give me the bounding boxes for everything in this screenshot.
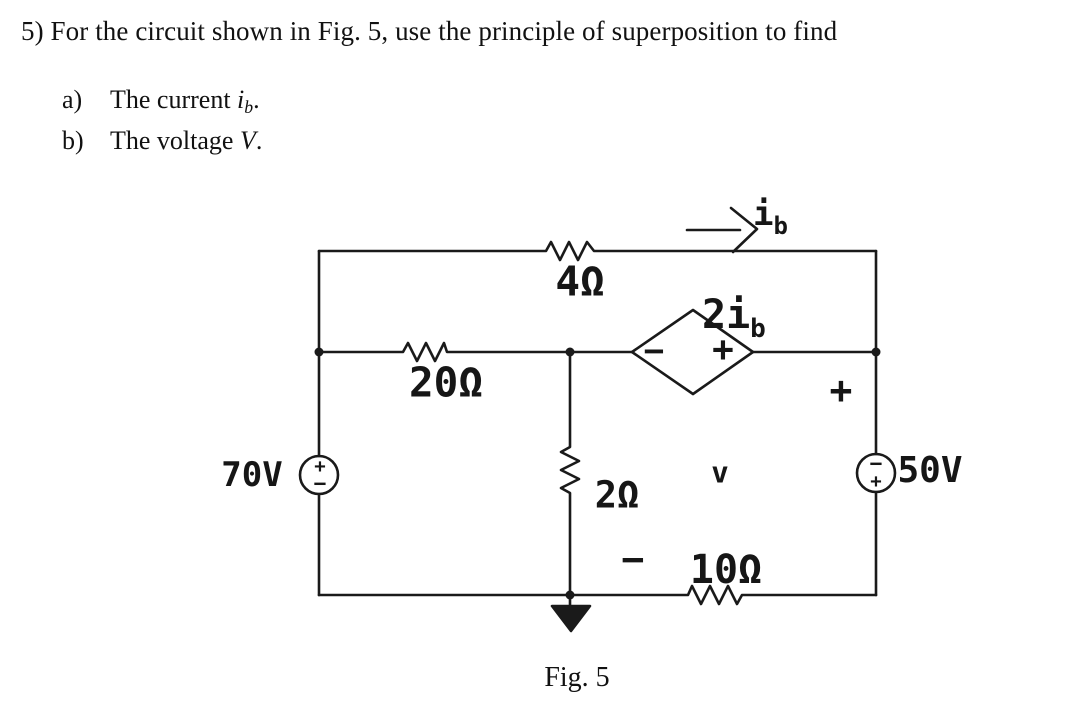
top-wire-resistor-4ohm <box>317 240 878 262</box>
figure-caption: Fig. 5 <box>544 662 610 693</box>
dependent-minus-sign: − <box>643 331 665 371</box>
dependent-source-diamond <box>630 308 755 396</box>
source-50v-plus-sign: + <box>870 470 882 493</box>
source-50v-label: 50V <box>897 450 963 491</box>
resistor-2ohm-label: 2Ω <box>594 473 640 517</box>
source-70v-circle <box>298 454 340 496</box>
resistor-20ohm-label: 20Ω <box>408 358 484 407</box>
item-b-label: b) <box>62 125 84 155</box>
problem-item-a: a) The current ib. <box>62 83 262 124</box>
ground-arrow-icon <box>550 604 592 633</box>
current-arrow-head <box>729 206 759 254</box>
problem-title: 5) For the circuit shown in Fig. 5, use … <box>21 16 838 46</box>
item-b-text: The voltage <box>110 125 240 155</box>
item-a-subscript: b <box>244 96 254 117</box>
problem-item-b: b) The voltage V. <box>62 124 262 165</box>
source-70v-minus-sign: − <box>313 471 327 496</box>
resistor-10ohm-label: 10Ω <box>689 547 763 593</box>
source-70v-plus-sign: + <box>314 455 326 478</box>
item-b-period: . <box>255 125 263 155</box>
problem-items: a) The current ib. b) The voltage V. <box>62 83 262 165</box>
source-70v-label: 70V <box>221 455 283 495</box>
voltage-v-label: v <box>711 455 729 490</box>
item-a-text: The current <box>110 85 238 114</box>
source-50v-circle <box>855 452 897 494</box>
voltage-minus-sign: − <box>621 537 645 581</box>
item-a-math: i <box>237 85 245 114</box>
item-b-math: V <box>239 125 256 155</box>
middle-branch-resistor-2ohm <box>559 350 581 608</box>
resistor-4ohm-label: 4Ω <box>555 257 605 306</box>
dependent-source-label: 2ib <box>702 292 766 344</box>
source-50v-minus-sign: − <box>869 451 883 476</box>
current-ib-label: ib <box>753 194 788 240</box>
item-a-label: a) <box>62 85 83 114</box>
voltage-plus-sign: + <box>829 368 853 412</box>
bottom-wire-resistor-10ohm <box>317 584 878 606</box>
item-a-period: . <box>253 85 260 114</box>
middle-wire-resistor-20ohm <box>317 341 634 363</box>
dependent-plus-sign: + <box>712 329 734 370</box>
junction-dots <box>314 347 881 600</box>
